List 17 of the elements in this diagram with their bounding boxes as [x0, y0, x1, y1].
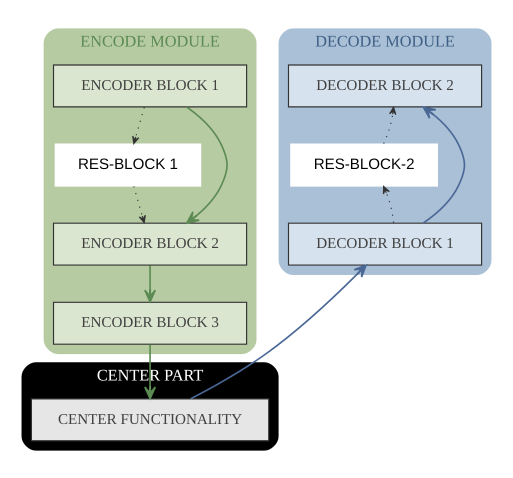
- arrow: [383, 106, 396, 144]
- node-box: RES-BLOCK-2: [290, 143, 438, 186]
- arrow: [186, 106, 228, 224]
- arrow: [382, 185, 394, 222]
- arrow: [144, 344, 156, 399]
- node-box: ENCODER BLOCK 3: [52, 301, 248, 344]
- node-box: ENCODER BLOCK 2: [52, 222, 248, 266]
- arrow: [144, 264, 156, 302]
- arrow: [133, 186, 146, 223]
- node-box: DECODER BLOCK 1: [288, 222, 482, 266]
- node-box: RES-BLOCK 1: [54, 143, 202, 186]
- node-box: DECODER BLOCK 2: [288, 64, 482, 107]
- arrow: [422, 106, 466, 224]
- arrow: [132, 106, 145, 144]
- node-box: CENTER FUNCTIONALITY: [30, 398, 270, 441]
- node-box: ENCODER BLOCK 1: [52, 64, 248, 107]
- arrow: [190, 264, 367, 399]
